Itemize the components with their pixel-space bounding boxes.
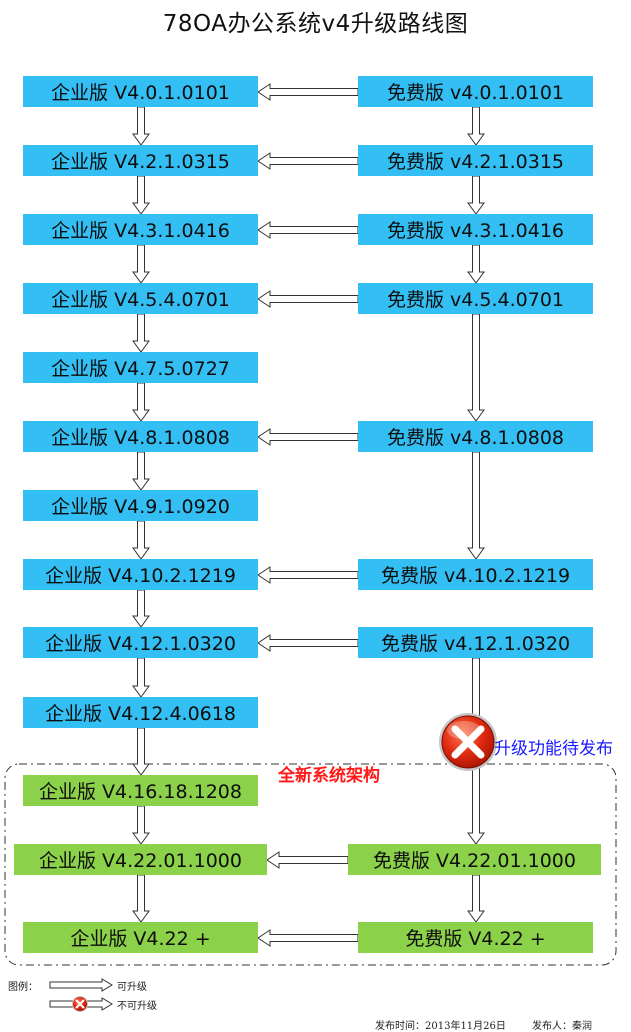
enterprise-version-box: 企业版 V4.0.1.0101 [23, 76, 258, 107]
down-arrow [132, 589, 150, 628]
enterprise-version-box: 企业版 V4.22 + [23, 922, 258, 953]
free-version-box: 免费版 v4.5.4.0701 [358, 283, 593, 314]
down-arrow [132, 520, 150, 560]
not-upgradable-icon [439, 713, 497, 771]
free-version-box: 免费版 v4.12.1.0320 [358, 627, 593, 658]
down-arrow [467, 313, 485, 422]
free-version-box: 免费版 v4.0.1.0101 [358, 76, 593, 107]
enterprise-version-box: 企业版 V4.10.2.1219 [23, 559, 258, 590]
down-arrow [132, 727, 150, 776]
left-arrow [266, 851, 349, 869]
free-version-box: 免费版 V4.22 + [358, 922, 593, 953]
down-arrow [467, 244, 485, 284]
down-arrow [132, 313, 150, 353]
down-arrow [467, 451, 485, 560]
enterprise-version-box: 企业版 V4.9.1.0920 [23, 490, 258, 521]
enterprise-version-box: 企业版 V4.7.5.0727 [23, 352, 258, 383]
down-arrow [132, 451, 150, 491]
free-version-box: 免费版 v4.8.1.0808 [358, 421, 593, 452]
left-arrow [257, 428, 359, 446]
new-architecture-label: 全新系统架构 [278, 766, 380, 786]
left-arrow [257, 566, 359, 584]
enterprise-version-box: 企业版 V4.16.18.1208 [23, 775, 258, 806]
enterprise-version-box: 企业版 V4.2.1.0315 [23, 145, 258, 176]
free-version-box: 免费版 v4.2.1.0315 [358, 145, 593, 176]
down-arrow [132, 175, 150, 215]
down-arrow [132, 244, 150, 284]
down-arrow [132, 657, 150, 698]
enterprise-version-box: 企业版 V4.5.4.0701 [23, 283, 258, 314]
pending-release-label: 升级功能待发布 [494, 739, 613, 759]
down-arrow [467, 175, 485, 215]
free-version-box: 免费版 v4.3.1.0416 [358, 214, 593, 245]
legend-x-icon [72, 996, 88, 1012]
free-version-box: 免费版 v4.10.2.1219 [358, 559, 593, 590]
down-arrow [132, 106, 150, 146]
left-arrow [257, 83, 359, 101]
left-arrow [257, 634, 359, 652]
page-title: 78OA办公系统v4升级路线图 [162, 11, 469, 37]
right-arrow [49, 978, 113, 992]
down-arrow [467, 874, 485, 923]
legend-upgradable-label: 可升级 [117, 982, 147, 993]
new-architecture-region [4, 763, 617, 966]
enterprise-version-box: 企业版 V4.12.4.0618 [23, 697, 258, 728]
enterprise-version-box: 企业版 V4.3.1.0416 [23, 214, 258, 245]
left-arrow [257, 152, 359, 170]
down-arrow [132, 874, 150, 923]
free-version-box: 免费版 V4.22.01.1000 [348, 844, 601, 875]
left-arrow [257, 929, 359, 947]
publisher: 发布人：秦润 [532, 1021, 592, 1032]
legend-not-upgradable-label: 不可升级 [117, 1001, 157, 1012]
down-arrow [132, 382, 150, 422]
enterprise-version-box: 企业版 V4.22.01.1000 [14, 844, 267, 875]
legend-upgradable-arrow [49, 978, 113, 992]
left-arrow [257, 290, 359, 308]
enterprise-version-box: 企业版 V4.12.1.0320 [23, 627, 258, 658]
publish-time: 发布时间：2013年11月26日 [375, 1021, 506, 1032]
enterprise-version-box: 企业版 V4.8.1.0808 [23, 421, 258, 452]
down-arrow [132, 805, 150, 845]
left-arrow [257, 221, 359, 239]
down-arrow [467, 106, 485, 146]
legend-title: 图例： [8, 982, 38, 993]
